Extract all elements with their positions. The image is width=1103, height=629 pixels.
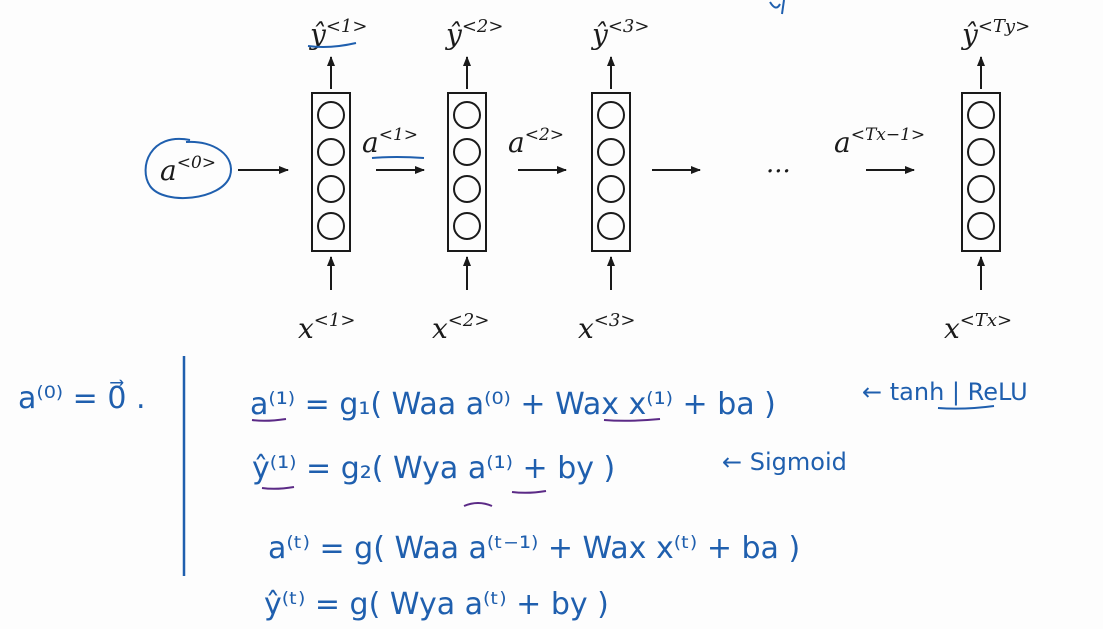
equation-a1: a⁽¹⁾ = g₁( Waa a⁽⁰⁾ + Wax x⁽¹⁾ + ba ) xyxy=(250,387,776,422)
input-label-2: x<2> xyxy=(432,310,489,345)
equation-yt: ŷ⁽ᵗ⁾ = g( Wya a⁽ᵗ⁾ + by ) xyxy=(264,587,609,622)
output-label-last: ŷ<Ty> xyxy=(960,16,1030,51)
rnn-cell-3 xyxy=(591,92,631,252)
output-label-1: ŷ<1> xyxy=(308,16,367,51)
activation-label-1: a<1> xyxy=(362,125,418,159)
underline-y1 xyxy=(307,42,357,48)
output-arrows xyxy=(327,56,985,89)
underline-a1-eq xyxy=(251,418,287,422)
equation-a1-note: ← tanh | ReLU xyxy=(862,378,1028,406)
activation-label-last: a<Tx−1> xyxy=(834,125,925,159)
rnn-cell-1 xyxy=(311,92,351,252)
equation-at: a⁽ᵗ⁾ = g( Waa a⁽ᵗ⁻¹⁾ + Wax x⁽ᵗ⁾ + ba ) xyxy=(268,531,800,566)
equation-y1-note: ← Sigmoid xyxy=(722,448,847,476)
input-label-3: x<3> xyxy=(578,310,635,345)
ellipsis: ··· xyxy=(766,157,791,187)
output-label-3: ŷ<3> xyxy=(590,16,649,51)
scribble-mark xyxy=(769,0,785,15)
underline-tanh xyxy=(937,405,995,410)
input-label-last: x<Tx> xyxy=(944,310,1012,345)
rnn-cell-last xyxy=(961,92,1001,252)
annotation-ya xyxy=(463,490,547,507)
rnn-cell-2 xyxy=(447,92,487,252)
underline-wax xyxy=(603,418,661,422)
underline-y1-eq xyxy=(261,486,295,490)
output-label-2: ŷ<2> xyxy=(444,16,503,51)
input-arrows xyxy=(327,256,985,290)
input-label-1: x<1> xyxy=(298,310,355,345)
circle-a0 xyxy=(144,137,232,199)
init-note: a⁽⁰⁾ = 0⃗ . xyxy=(18,380,146,416)
equation-y1: ŷ⁽¹⁾ = g₂( Wya a⁽¹⁾ + by ) xyxy=(252,451,615,486)
underline-a1 xyxy=(371,156,425,159)
activation-label-2: a<2> xyxy=(508,125,564,159)
activation-label-0: a<0> xyxy=(160,153,216,187)
